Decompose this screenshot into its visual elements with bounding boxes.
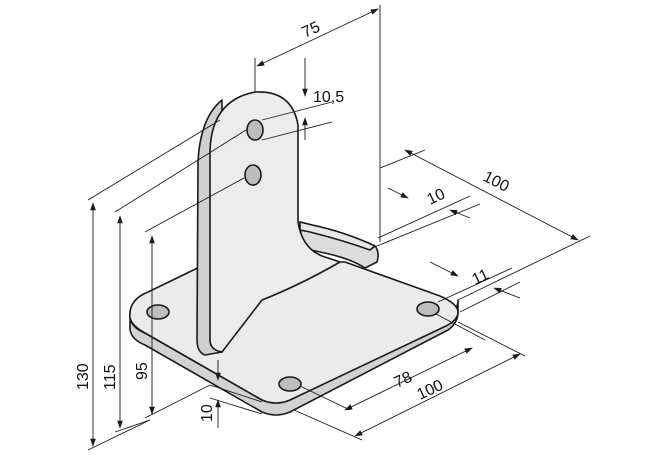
dim-hole-spacing: 78 [392,369,415,392]
dimension-lines [87,5,591,451]
dim-base-width: 100 [415,377,446,404]
dim-hole-offset: 11 [470,266,492,288]
base-hole-right [416,301,440,317]
bracket-part [129,91,459,416]
dim-flange-thickness: 10 [425,186,448,209]
dim-height-lower-hole: 95 [134,362,151,380]
dim-height-total: 130 [75,363,92,390]
dim-height-upper-hole: 115 [102,364,119,390]
upright-hole-lower [244,164,262,186]
dim-width-top: 75 [300,19,323,42]
upright-face [209,91,341,353]
dim-base-thickness: 10 [199,404,216,422]
dim-hole-diameter: 10,5 [313,89,344,106]
upright-hole-upper [246,119,264,141]
base-hole-front [278,376,302,392]
base-hole-left [146,304,170,320]
dimension-labels: 75 10,5 100 10 11 78 100 10 130 115 95 [75,19,512,422]
